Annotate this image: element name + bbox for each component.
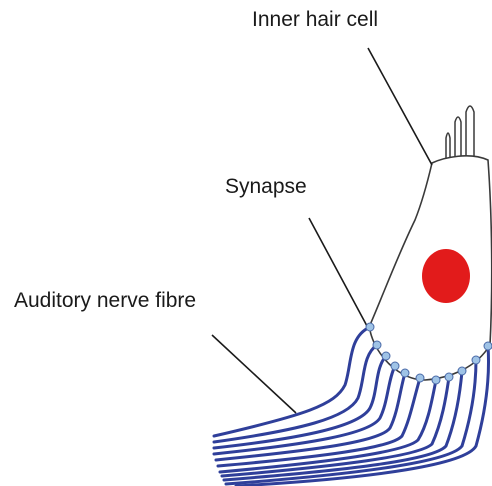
nerve-fibre [214,327,370,436]
stereocilia [446,106,474,162]
synapse-bouton [382,352,390,360]
label-synapse: Synapse [225,176,307,197]
leader-synapse [309,218,367,326]
leader-inner-hair-cell [368,48,432,165]
synapse-bouton [445,373,453,381]
synapse-bouton [391,362,399,370]
leader-nerve-fibre [212,335,296,413]
synapse-bouton [401,369,409,377]
nerve-fibre [214,356,386,448]
stereocilium-3 [466,106,474,162]
synapse-bouton [432,376,440,384]
synapse-bouton [366,323,374,331]
synapse-bouton [458,367,466,375]
nucleus [422,249,470,303]
synapse-bouton [373,341,381,349]
synapse-bouton [484,342,492,350]
synapse-bouton [472,356,480,364]
stereocilium-2 [455,117,461,160]
synapse-bouton [416,374,424,382]
label-auditory-nerve-fibre: Auditory nerve fibre [14,290,196,311]
label-inner-hair-cell: Inner hair cell [252,9,378,30]
